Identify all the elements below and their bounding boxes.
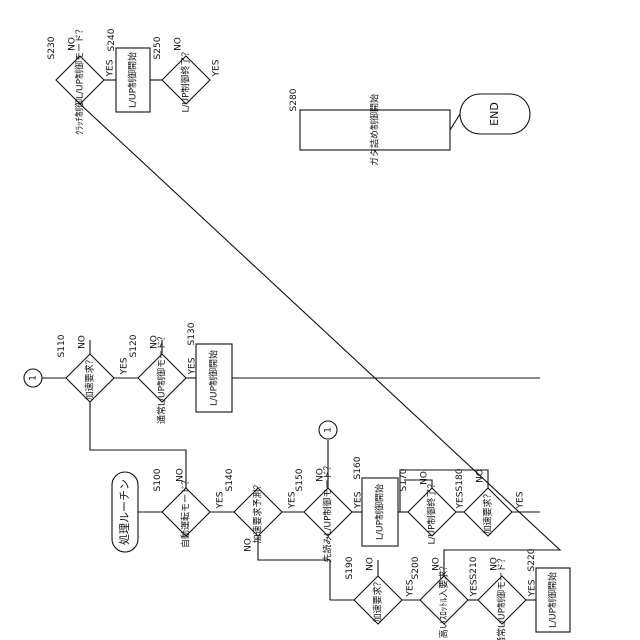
line-s100-no <box>90 378 186 488</box>
process-s160-text: L/UP制御開始 <box>374 484 386 540</box>
yes-label-s170: YES <box>456 491 466 509</box>
decision-s190-text: 加速要求？ <box>372 577 384 622</box>
step-id-s100: S100 <box>153 468 163 491</box>
decision-s250-text: L/UP制御終了？ <box>180 47 192 112</box>
no-label-s210: NO <box>490 557 500 571</box>
yes-label-s180: YES <box>516 491 526 509</box>
process-s130-text: L/UP制御開始 <box>208 350 220 406</box>
step-id-s130: S130 <box>187 322 197 345</box>
connector-1-in-label: 1 <box>29 375 39 381</box>
yes-label-s120: YES <box>188 357 198 375</box>
step-id-s180: S180 <box>455 468 465 491</box>
step-id-s280: S280 <box>289 88 299 111</box>
process-s240-text: L/UP制御開始 <box>127 52 139 108</box>
no-label-s230: NO <box>68 37 78 51</box>
yes-label-s150: YES <box>354 491 364 509</box>
no-label-s110: NO <box>78 335 88 349</box>
yes-label-s100: YES <box>216 491 226 509</box>
line-s140-no <box>258 536 330 600</box>
no-label-s180: NO <box>476 469 486 483</box>
step-id-s200: S200 <box>411 556 421 579</box>
no-label-s170: NO <box>420 471 430 485</box>
start-label: 処理ルーチン <box>118 479 131 545</box>
step-id-s240: S240 <box>107 28 117 51</box>
step-id-s140: S140 <box>225 468 235 491</box>
no-label-s150: NO <box>316 468 326 482</box>
yes-label-s250: YES <box>212 59 222 77</box>
decision-s180-text: 加速要求？ <box>482 489 494 534</box>
yes-label-s200: YES <box>470 579 480 597</box>
decision-s100-text: 自動運転モード？ <box>180 476 192 548</box>
step-id-s170: S170 <box>399 468 409 491</box>
step-id-s160: S160 <box>353 456 363 479</box>
end-label: END <box>488 102 501 126</box>
decision-s170-text: L/UP制御終了？ <box>426 479 438 544</box>
decision-s110-text: 加速要求？ <box>84 355 96 400</box>
step-id-s220: S220 <box>527 548 537 571</box>
yes-label-s210: YES <box>528 579 538 597</box>
yes-label-s230: YES <box>106 59 116 77</box>
step-id-s190: S190 <box>345 556 355 579</box>
no-label-s100: NO <box>176 468 186 482</box>
no-label-s120: NO <box>150 335 160 349</box>
step-id-s110: S110 <box>57 334 67 357</box>
yes-label-s110: YES <box>120 357 130 375</box>
flow-lines <box>42 340 540 600</box>
line-s280-end <box>450 114 460 130</box>
process-s280-text: ガタ詰め制御開始 <box>369 94 381 166</box>
decision-s140-text: 加速要求予測？ <box>252 480 264 543</box>
yes-label-s190: YES <box>406 579 416 597</box>
yes-label-s140: YES <box>288 491 298 509</box>
step-id-s150: S150 <box>295 468 305 491</box>
step-id-s250: S250 <box>153 36 163 59</box>
connector-1-out-label: 1 <box>324 427 334 433</box>
process-s220-text: L/UP制御開始 <box>547 572 559 628</box>
step-id-s210: S210 <box>469 556 479 579</box>
no-label-s190: NO <box>366 557 376 571</box>
no-label-s140: NO <box>244 538 254 552</box>
step-id-s230: S230 <box>47 36 57 59</box>
no-label-s250: NO <box>174 37 184 51</box>
step-id-s120: S120 <box>129 334 139 357</box>
no-label-s200: NO <box>432 557 442 571</box>
